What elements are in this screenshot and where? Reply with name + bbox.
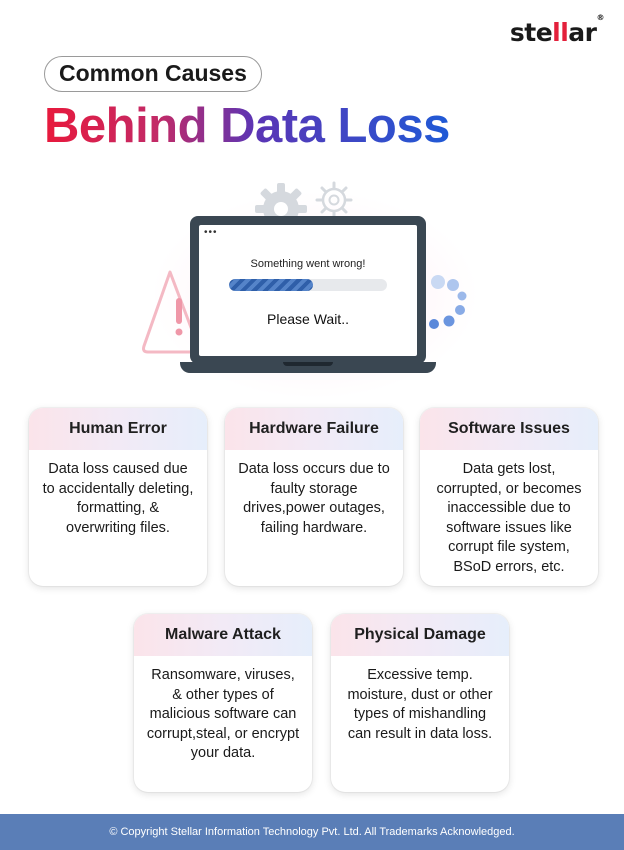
- subtitle-pill: Common Causes: [44, 56, 262, 92]
- page-title: Behind Data Loss: [44, 99, 450, 153]
- loading-spinner-icon: [429, 275, 467, 329]
- laptop-base: [180, 362, 436, 373]
- cause-description: Data loss caused due to accidentally del…: [42, 461, 194, 536]
- gear-outline-icon: [315, 181, 353, 219]
- cause-description: Data gets lost, corrupted, or becomes in…: [436, 461, 582, 575]
- cause-description: Excessive temp. moisture, dust or other …: [347, 667, 493, 742]
- cause-title: Human Error: [29, 408, 207, 450]
- progress-bar-fill: [229, 279, 313, 291]
- cause-title: Physical Damage: [331, 614, 509, 656]
- cause-title: Malware Attack: [134, 614, 312, 656]
- cause-title: Software Issues: [420, 408, 598, 450]
- cause-card-physical-damage: Physical Damage Excessive temp. moisture…: [331, 614, 509, 792]
- cause-card-malware-attack: Malware Attack Ransomware, viruses, & ot…: [134, 614, 312, 792]
- footer-copyright: © Copyright Stellar Information Technolo…: [0, 814, 624, 850]
- laptop-screen: ••• Something went wrong! Please Wait..: [190, 216, 426, 364]
- window-dots: •••: [204, 227, 218, 238]
- error-window: ••• Something went wrong! Please Wait..: [199, 225, 417, 356]
- cause-card-hardware-failure: Hardware Failure Data loss occurs due to…: [225, 408, 403, 586]
- hero-illustration: ••• Something went wrong! Please Wait..: [0, 160, 624, 400]
- error-message: Something went wrong!: [250, 258, 366, 270]
- stellar-logo: stellar®: [509, 12, 605, 47]
- cause-description: Ransomware, viruses, & other types of ma…: [146, 667, 300, 762]
- laptop-notch: [283, 362, 333, 366]
- cause-description: Data loss occurs due to faulty storage d…: [238, 461, 390, 536]
- cause-card-software-issues: Software Issues Data gets lost, corrupte…: [420, 408, 598, 586]
- progress-bar: [229, 279, 387, 291]
- cause-card-human-error: Human Error Data loss caused due to acci…: [29, 408, 207, 586]
- wait-message: Please Wait..: [267, 311, 349, 327]
- cause-title: Hardware Failure: [225, 408, 403, 450]
